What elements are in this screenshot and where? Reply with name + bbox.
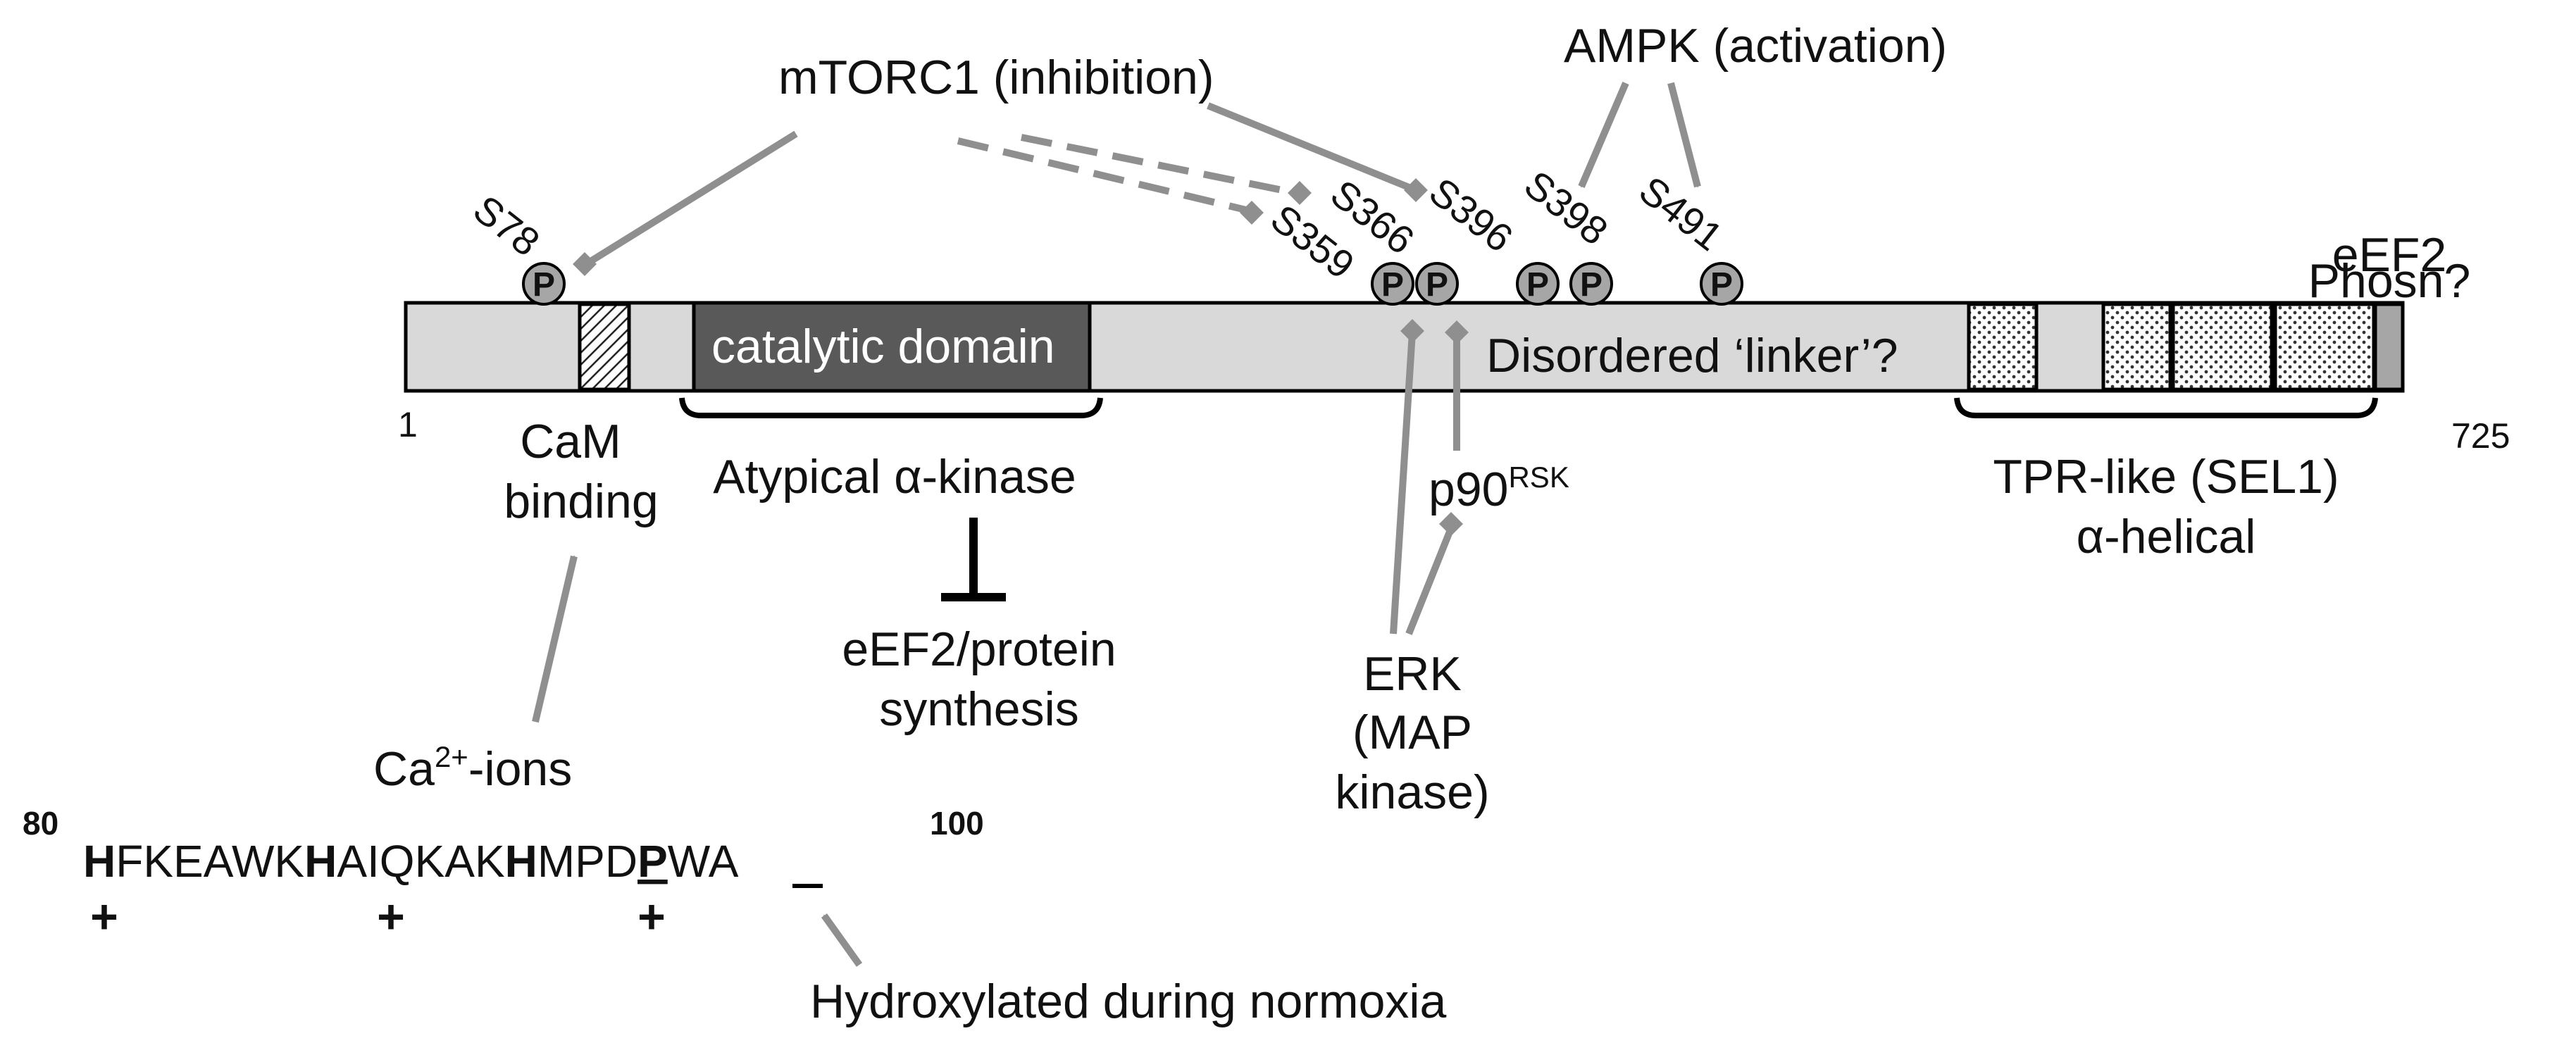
catalytic-domain-label: catalytic domain [711,320,1055,373]
erk-label-line3: kinase) [1335,765,1489,819]
phospho-s359: P [1371,262,1414,306]
site-s398: S398 [1517,162,1617,254]
tpr-repeat-4 [2273,302,2376,392]
p90-text: p90 [1429,463,1508,516]
inhibition-t-bar [941,518,1006,601]
phospho-s366: P [1415,262,1459,306]
cam-binding-label-line2: binding [504,475,658,528]
sequence-residues: HFKEAWKHAIQKAKHMPDPWA [83,836,739,887]
target-label-line2: synthesis [879,682,1078,736]
residue-end: 725 [2451,416,2510,456]
erk-to-p90-line [1405,527,1455,635]
protein-bar: catalytic domain Disordered ‘linker’? [404,301,2405,393]
mtorc1-to-s366-line [1021,134,1300,197]
residue-block-4: WA [668,836,739,887]
c-terminal-region [2373,302,2405,392]
residue-block-1: FKEAWK [116,836,304,887]
inhibition-diamonds [573,178,1469,536]
erk-to-bar-line [1390,332,1416,635]
calcium-sup: 2+ [435,740,468,773]
phospho-s398: P [1516,262,1560,306]
erk-label-line1: ERK [1363,647,1462,701]
p90rsk-label: p90RSK [1429,461,1569,516]
phospho-s78: P [522,262,566,306]
site-s78: S78 [466,187,548,265]
cam-binding-label-line1: CaM [520,415,621,468]
target-label-line1: eEF2/protein [842,623,1116,676]
phospho-s366-label: P [1426,266,1448,304]
plus-sign-2: + [377,890,405,944]
residue-block-2: AIQKAK [337,836,504,887]
s78-diamond [573,252,597,276]
s359-diamond [1240,201,1264,225]
plus-sign-1: + [90,890,118,944]
calcium-label: Ca2+-ions [373,740,572,796]
catalytic-domain [692,301,1092,393]
tpr-bracket [1954,397,2378,418]
sequence-end-number: 100 [930,805,984,842]
eef2-phosn-label-line1: eEF2 [2332,228,2447,282]
tpr-repeat-1 [1967,302,2039,392]
mtorc1-to-s78-line [584,130,798,268]
ampk-to-s398-arrow [1578,82,1629,188]
phospho-s396: P [1569,262,1613,306]
tpr-repeat-3 [2171,302,2274,392]
mtorc1-to-s396-line [1207,102,1417,194]
hydroxylated-label: Hydroxylated during normoxia [810,975,1447,1028]
hydroxylation-arrow [821,913,863,967]
site-s491: S491 [1631,168,1731,259]
linker-label: Disordered ‘linker’? [1486,329,1898,382]
plus-sign-3: + [637,890,666,944]
cam-binding-region [578,302,631,392]
s396-diamond [1404,178,1428,202]
phospho-s491: P [1700,262,1743,306]
mtorc1-to-s359-line [957,137,1253,215]
residue-block-3: MPD [537,836,637,887]
kinase-bracket [679,397,1103,418]
p90-sup: RSK [1508,461,1569,494]
ampk-to-s491-arrow [1667,82,1701,188]
residue-h98: H [505,836,537,887]
ampk-label: AMPK (activation) [1564,19,1947,73]
phospho-s359-label: P [1381,266,1404,304]
phospho-s491-label: P [1710,266,1733,304]
tpr-label-line1: TPR-like (SEL1) [1993,450,2339,504]
s366-diamond [1288,181,1312,205]
residue-h92: H [304,836,337,887]
tpr-label-line2: α-helical [2077,510,2256,563]
residue-h85: H [83,836,116,887]
sequence-start-number: 80 [23,805,58,842]
residue-start: 1 [398,405,418,444]
residue-p98: P [637,836,668,887]
phospho-s396-label: P [1580,266,1603,304]
phospho-sites: P P P P P P [522,262,1743,306]
regulator-connectors [532,82,1701,967]
calcium-to-cam-arrow [532,555,578,723]
mtorc1-label: mTORC1 (inhibition) [778,51,1214,104]
calcium-text: Ca [373,742,435,796]
tpr-repeat-2 [2101,302,2172,392]
phospho-s398-label: P [1526,266,1549,304]
site-s396: S396 [1421,169,1522,261]
erk-label-line2: (MAP [1352,706,1472,759]
kinase-label: Atypical α-kinase [713,450,1076,504]
eef2-phosn-label-line2: Phosn? [2308,254,2471,308]
erk-bar-diamond [1400,319,1424,343]
phospho-s78-label: P [533,266,555,304]
calcium-suffix: -ions [468,742,572,796]
